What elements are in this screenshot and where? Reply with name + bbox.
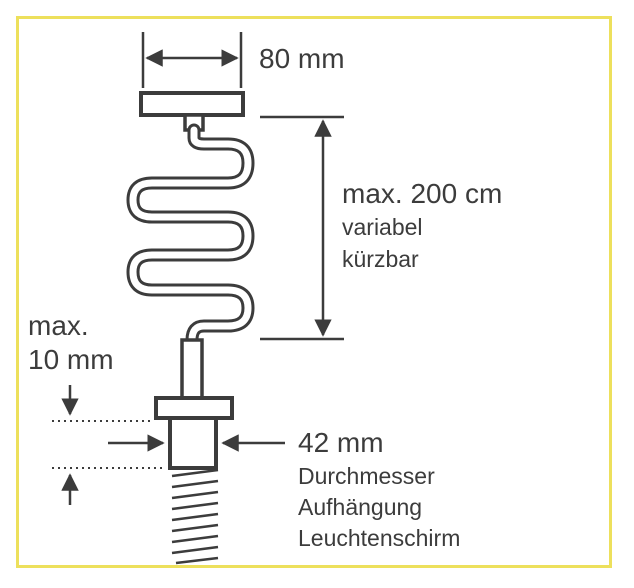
offset-dimension (52, 385, 166, 505)
length-label: max. 200 cm (342, 178, 503, 209)
diameter-label: 42 mm (298, 427, 384, 458)
diameter-note-suspension: Aufhängung (298, 494, 423, 520)
cable-tube (180, 338, 204, 400)
length-dimension (260, 115, 344, 341)
diagram-frame (16, 16, 612, 568)
holder-collar (154, 396, 234, 420)
offset-label-value: 10 mm (28, 344, 114, 375)
offset-label-max: max. (28, 310, 89, 341)
length-note-variable: variabel (342, 214, 423, 240)
ceiling-canopy (139, 91, 245, 117)
holder-body (168, 416, 218, 470)
cable-core (129, 126, 252, 344)
length-note-shortenable: kürzbar (342, 246, 419, 272)
diameter-note-lampshade: Leuchtenschirm (298, 525, 461, 551)
coiled-cable (126, 123, 255, 347)
top-width-label: 80 mm (259, 43, 345, 74)
cable-outline (126, 123, 255, 347)
diameter-note-diameter: Durchmesser (298, 463, 435, 489)
top-width-dimension (141, 32, 243, 88)
bulb-thread (171, 468, 219, 565)
